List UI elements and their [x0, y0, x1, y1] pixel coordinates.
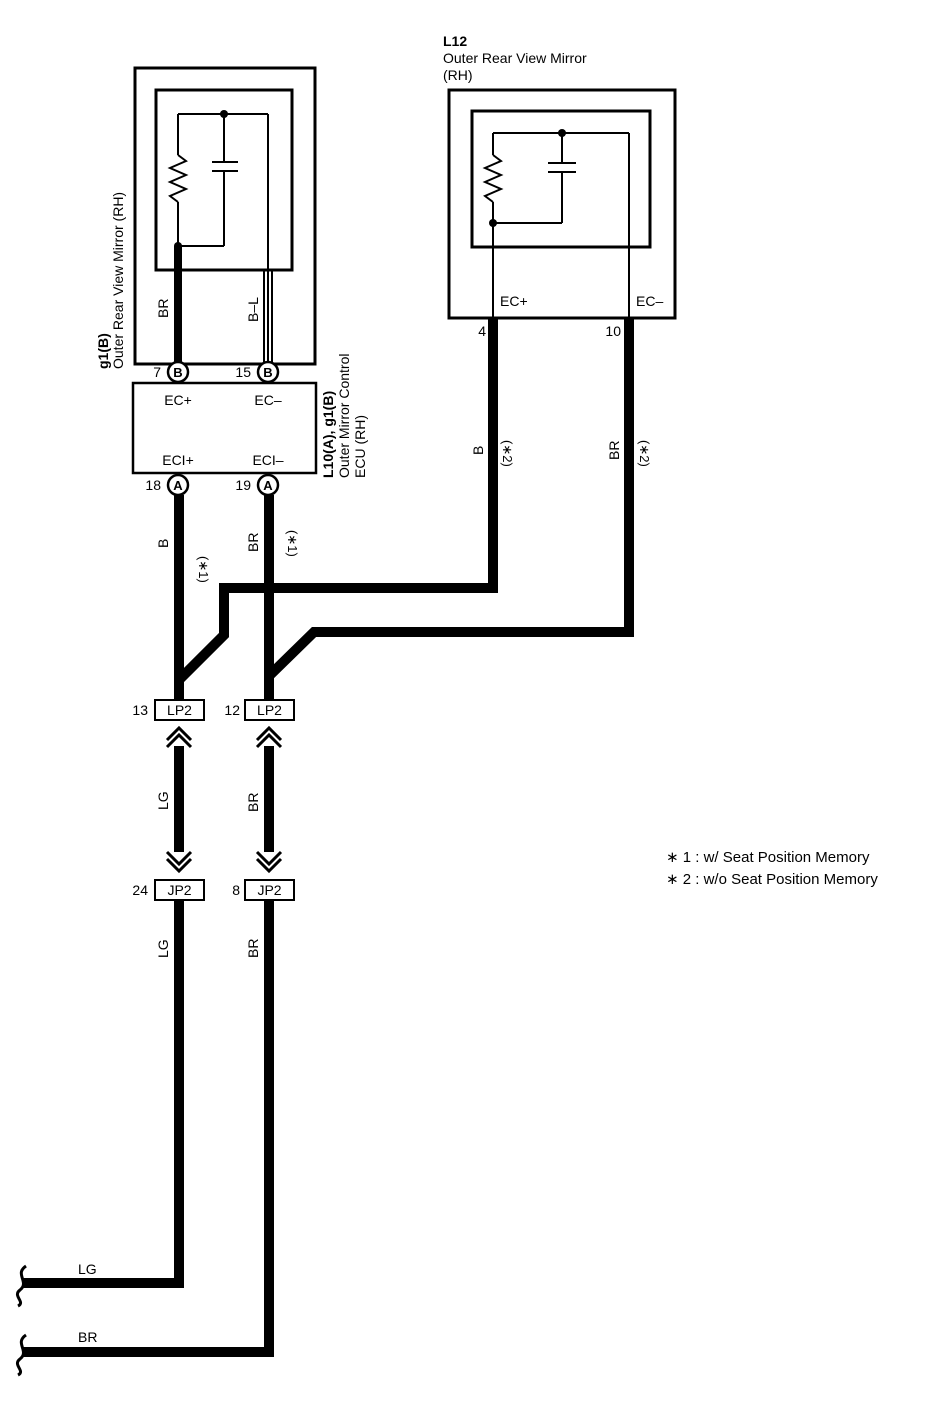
- ecu-box: [131, 381, 318, 475]
- ecu-pin-19-number: 19: [235, 477, 251, 493]
- note-1: ∗ 1 : w/ Seat Position Memory: [666, 849, 870, 866]
- svg-text:LP2: LP2: [167, 702, 192, 718]
- mirror-g1b-outer-box: [133, 66, 317, 366]
- wire-ecu-b-color: B: [155, 539, 171, 548]
- exit-breaks: [15, 1264, 27, 1377]
- wire-low-lg-label: LG: [155, 939, 171, 958]
- mirror-l12-outer-box: [447, 88, 677, 320]
- mirror-g1b-wire-br-label: BR: [155, 299, 171, 318]
- chevron-up-right-2: [255, 732, 283, 749]
- harness-wires: [22, 318, 634, 1357]
- chevron-up-right-1: [255, 725, 283, 742]
- connector-lp2-13: LP2 13: [132, 699, 205, 721]
- ecu-pin-18-number: 18: [145, 477, 161, 493]
- chevron-down-right-1: [255, 850, 283, 867]
- chevron-down-left-1: [165, 850, 193, 867]
- mirror-g1b-junction-top: [220, 110, 228, 118]
- wire-low-br-label: BR: [245, 939, 261, 958]
- svg-text:JP2: JP2: [257, 882, 281, 898]
- mirror-l12-ec-plus-label: EC+: [500, 293, 528, 309]
- chevron-down-right-2: [255, 857, 283, 874]
- ecu-eci-plus-label: ECI+: [162, 452, 194, 468]
- wire-ecu-br-color: BR: [245, 533, 261, 552]
- svg-text:B: B: [173, 365, 182, 380]
- mirror-g1b-name: Outer Rear View Mirror (RH): [110, 192, 126, 369]
- ecu-name-line2: ECU (RH): [352, 415, 368, 478]
- mirror-l12-code: L12: [443, 33, 467, 49]
- wire-low-lg: [22, 900, 184, 1288]
- wire-l12-b-note: (∗2): [500, 440, 515, 467]
- wire-ecu-b-note: (∗1): [196, 556, 211, 583]
- mirror-g1b-inner-box: [154, 88, 294, 272]
- chevrons: [165, 725, 283, 874]
- connector-jp2-8-number: 8: [232, 882, 240, 898]
- connector-jp2-24: JP2 24: [132, 879, 205, 901]
- wire-low-br: [22, 900, 274, 1357]
- mirror-l12-junction-top: [558, 129, 566, 137]
- ecu-eci-minus-label: ECI–: [252, 452, 283, 468]
- exit-br-label: BR: [78, 1329, 97, 1345]
- mirror-l12-pin-10-number: 10: [605, 323, 621, 339]
- ecu-pin-15-connector: [256, 360, 280, 384]
- svg-text:LP2: LP2: [257, 702, 282, 718]
- mirror-g1b: BR B–L g1(B) Outer Rear View Mirror (RH): [95, 66, 317, 369]
- svg-text:B: B: [263, 365, 272, 380]
- chevron-up-left-1: [165, 725, 193, 742]
- mirror-g1b-wire-bl-label: B–L: [245, 297, 261, 322]
- ecu-pin-15-number: 15: [235, 364, 251, 380]
- svg-text:A: A: [263, 478, 273, 493]
- connector-jp2-8: JP2 8: [232, 879, 295, 901]
- connector-jp2-24-number: 24: [132, 882, 148, 898]
- chevron-up-left-2: [165, 732, 193, 749]
- mirror-l12-junction-bottom: [489, 219, 497, 227]
- exit-break-br: [15, 1333, 27, 1377]
- svg-text:JP2: JP2: [167, 882, 191, 898]
- wire-mid-lg-label: LG: [155, 791, 171, 810]
- mirror-l12-name-line1: Outer Rear View Mirror: [443, 50, 587, 66]
- mirror-l12-pin-4-number: 4: [478, 323, 486, 339]
- mirror-g1b-code: g1(B): [95, 333, 111, 369]
- ecu-pin-7-number: 7: [153, 364, 161, 380]
- connector-lp2-12-number: 12: [224, 702, 240, 718]
- wire-mid-br-label: BR: [245, 793, 261, 812]
- connector-lp2-12: LP2 12: [224, 699, 295, 721]
- wire-l12-b-color: B: [470, 446, 486, 455]
- exit-lg-label: LG: [78, 1261, 97, 1277]
- svg-text:A: A: [173, 478, 183, 493]
- ecu-pin-7-connector: [166, 360, 190, 384]
- wire-l12-br-color: BR: [606, 441, 622, 460]
- ecu: B 7 B 15 EC+ EC– ECI+ ECI– A 18 A 19 L10…: [131, 354, 368, 497]
- mirror-l12: L12 Outer Rear View Mirror (RH) EC+ EC– …: [443, 33, 677, 339]
- note-2: ∗ 2 : w/o Seat Position Memory: [666, 871, 878, 888]
- connector-lp2-13-number: 13: [132, 702, 148, 718]
- exit-break-lg: [15, 1264, 27, 1308]
- mirror-l12-inner-box: [470, 109, 652, 249]
- ecu-name-line1: Outer Mirror Control: [336, 354, 352, 478]
- ecu-code: L10(A), g1(B): [320, 391, 336, 478]
- chevron-down-left-2: [165, 857, 193, 874]
- mirror-l12-ec-minus-label: EC–: [636, 293, 663, 309]
- mirror-g1b-circuit: [167, 113, 273, 364]
- wire-ecu-br-note: (∗1): [285, 530, 300, 557]
- wire-l12-br: [264, 318, 634, 700]
- ecu-ec-plus-label: EC+: [164, 392, 192, 408]
- wire-l12-br-note: (∗2): [637, 440, 652, 467]
- mirror-l12-name-line2: (RH): [443, 67, 473, 83]
- mirror-l12-circuit: [482, 132, 630, 318]
- ecu-ec-minus-label: EC–: [254, 392, 281, 408]
